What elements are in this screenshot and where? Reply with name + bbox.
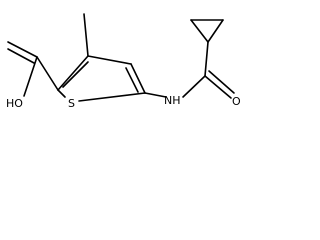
bond-carbonyl-o bbox=[204, 75, 232, 99]
structure-canvas: S HO O NH bbox=[0, 0, 249, 127]
bond-c4-c5 bbox=[130, 63, 146, 94]
atom-hydroxyl: HO bbox=[6, 97, 23, 110]
bond-c3-c4 bbox=[87, 55, 132, 65]
bond-carbonyl-cyclopropyl bbox=[204, 41, 209, 77]
bond-c2-c3 bbox=[57, 55, 89, 91]
bond-c3-methyl bbox=[83, 13, 89, 57]
atom-amine: NH bbox=[164, 94, 181, 107]
bond-carboxyl-o-double-2 bbox=[7, 48, 35, 64]
bond-carboxyl-o-double bbox=[7, 41, 38, 58]
bond-c5-n bbox=[144, 92, 167, 98]
bond-carbonyl-o-2 bbox=[208, 70, 235, 94]
atom-sulfur: S bbox=[68, 97, 75, 110]
bond-c4-c5-inner bbox=[125, 67, 139, 93]
bond-cyclopropyl-b bbox=[207, 19, 224, 43]
bond-c5-s bbox=[78, 92, 146, 102]
bond-c2-carboxyl bbox=[36, 56, 59, 91]
bond-cyclopropyl-a bbox=[190, 19, 209, 43]
bond-s-c2 bbox=[57, 89, 66, 98]
bond-n-carbonyl bbox=[182, 75, 206, 98]
bond-carboxyl-oh bbox=[23, 56, 38, 97]
atom-carbonyl-oxygen: O bbox=[232, 95, 241, 108]
molecule-structure: S HO O NH bbox=[6, 13, 241, 110]
bond-c2-c3-inner bbox=[62, 61, 89, 88]
